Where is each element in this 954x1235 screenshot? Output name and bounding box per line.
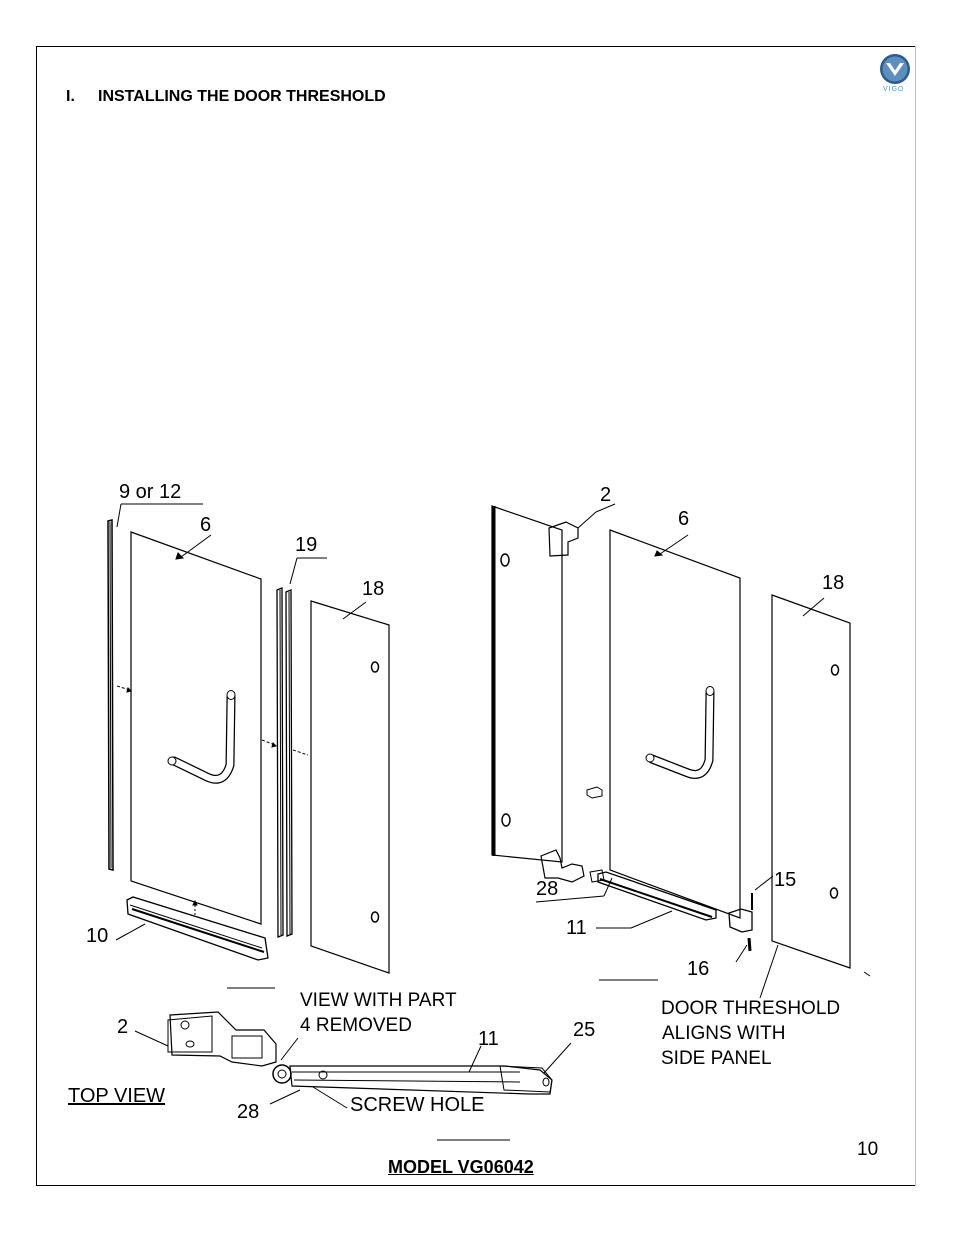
label-cap-top: 28 (237, 1101, 260, 1123)
label-door-right: 6 (678, 508, 690, 530)
side-panel (310, 600, 390, 974)
section-title: I. INSTALLING THE DOOR THRESHOLD (66, 88, 386, 106)
model-number: MODEL VG06042 (388, 1157, 534, 1177)
label-threshold-top: 11 (478, 1028, 499, 1050)
vigo-logo-icon (880, 54, 910, 84)
label-end-cap: 25 (573, 1019, 596, 1041)
label-pin: 16 (687, 958, 710, 980)
label-panel-right: 18 (822, 572, 845, 594)
threshold-11 (597, 871, 717, 921)
hinge-body-top (169, 1011, 277, 1067)
view-heading-line-1: VIEW WITH PART (300, 990, 457, 1011)
page-border-right (915, 46, 916, 1186)
hinge-2 (548, 521, 579, 557)
top-view-detail (134, 1011, 572, 1141)
small-block (586, 786, 603, 799)
side-panel-right (771, 594, 851, 969)
right-exploded-view (491, 503, 871, 999)
label-strip: 19 (295, 534, 318, 556)
door-glass-right (609, 529, 741, 919)
label-threshold-10: 10 (86, 925, 109, 947)
fixed-panel (491, 505, 563, 863)
label-threshold-11: 11 (566, 917, 587, 939)
threshold-10 (126, 896, 269, 961)
note-line-2: ALIGNS WITH (662, 1023, 786, 1044)
label-screw: 15 (774, 869, 797, 891)
section-title-text: INSTALLING THE DOOR THRESHOLD (98, 88, 386, 105)
label-seal: 9 or 12 (119, 481, 182, 503)
note-line-3: SIDE PANEL (661, 1048, 772, 1069)
page-number: 10 (857, 1139, 879, 1160)
top-view-caption: TOP VIEW (68, 1085, 166, 1107)
label-cap-right: 28 (536, 878, 559, 900)
note-line-1: DOOR THRESHOLD (661, 998, 841, 1019)
left-exploded-view (107, 503, 390, 989)
label-hinge-top: 2 (117, 1016, 129, 1038)
view-heading-line-2: 4 REMOVED (300, 1015, 412, 1036)
label-door-left: 6 (200, 514, 212, 536)
door-glass (130, 531, 262, 925)
label-panel-left: 18 (362, 578, 385, 600)
seal-strip (107, 519, 114, 871)
label-hinge-right: 2 (600, 484, 612, 506)
logo-text: VIGO (883, 86, 905, 93)
section-number: I. (66, 88, 75, 105)
strip-19 (276, 587, 284, 938)
label-screw-hole: SCREW HOLE (350, 1094, 485, 1116)
bottom-hinge (540, 849, 585, 883)
